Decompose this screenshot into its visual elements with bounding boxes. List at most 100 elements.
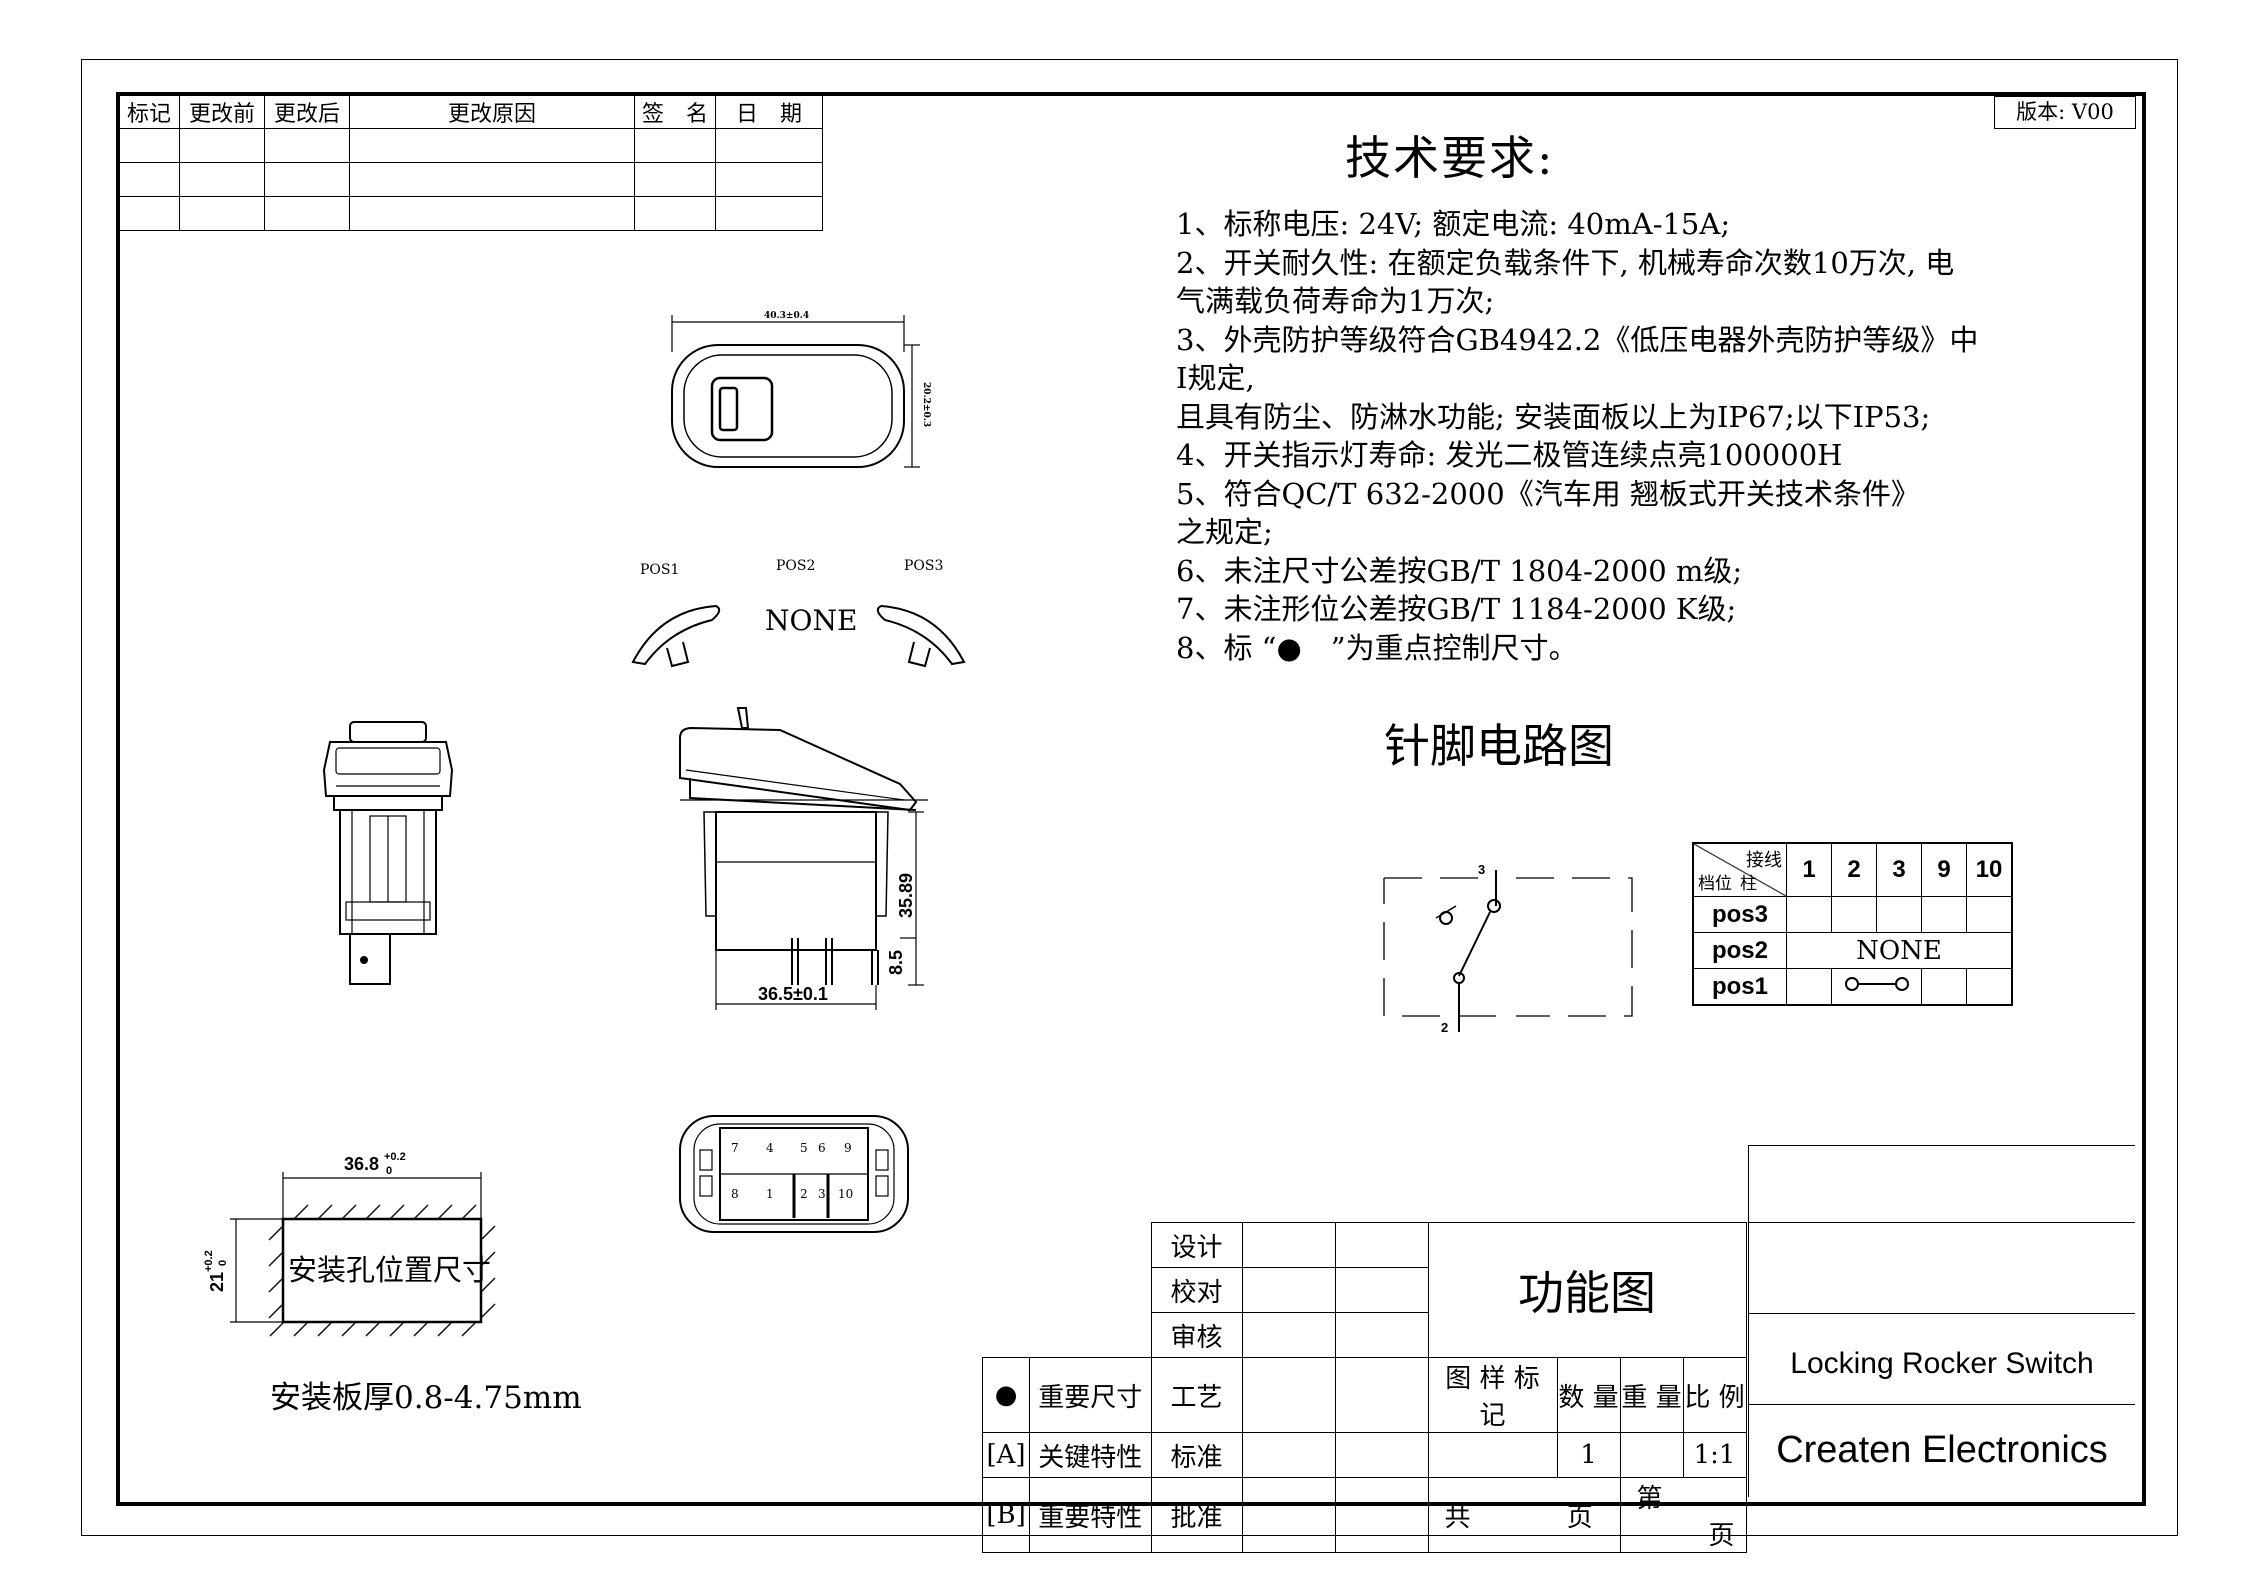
corner-top: 接线 xyxy=(1746,850,1782,871)
dim-width: 36.5±0.1 xyxy=(758,984,828,1004)
role-label: 工艺 xyxy=(1150,1357,1243,1433)
role-label: 标准 xyxy=(1150,1432,1243,1478)
pin-column: 3 xyxy=(1876,842,1922,897)
pin-top-label: 3 xyxy=(1478,862,1485,877)
pin-column: 1 xyxy=(1786,842,1832,897)
tech-line: 5、符合QC/T 632-2000《汽车用 翘板式开关技术条件》 xyxy=(1176,476,1920,511)
pin-label: 1 xyxy=(766,1187,774,1201)
legend-text: 重要尺寸 xyxy=(1029,1357,1152,1433)
sheet-label: 第 xyxy=(1636,1484,1663,1514)
panel-thickness: 安装板厚0.8-4.75mm xyxy=(270,1380,582,1416)
rev-header: 日 期 xyxy=(715,94,823,129)
cutout-height-tol2: 0 xyxy=(217,1260,229,1266)
pos1-connection xyxy=(1831,968,1922,1006)
role-label: 批准 xyxy=(1150,1477,1243,1553)
blank-cell xyxy=(1749,1146,2135,1223)
tech-requirements: 1、标称电压: 24V; 额定电流: 40mA-15A; 2、开关耐久性: 在额… xyxy=(1176,205,1978,667)
rev-header: 更改原因 xyxy=(349,94,635,129)
pos2-note: NONE xyxy=(1786,932,2013,969)
company-name: Createn Electronics xyxy=(1776,1429,2108,1471)
cutout-width-tol2: 0 xyxy=(386,1165,392,1177)
role-label: 审核 xyxy=(1150,1312,1243,1358)
tech-line: 7、未注形位公差按GB/T 1184-2000 K级; xyxy=(1176,592,1737,626)
tech-line: I规定, xyxy=(1176,361,1255,395)
tech-line: 气满载负荷寿命为1万次; xyxy=(1176,284,1495,318)
rev-header: 标记 xyxy=(118,94,180,129)
legend-symbol: [B] xyxy=(981,1477,1031,1553)
cutout-label: 安装孔位置尺寸 xyxy=(288,1253,491,1287)
corner-left: 档位 xyxy=(1698,874,1732,894)
blank-cell xyxy=(1749,1223,2135,1314)
page-label2: 页 xyxy=(1708,1521,1735,1551)
pin-label: 7 xyxy=(731,1141,739,1155)
circuit-schematic xyxy=(1383,870,1633,1032)
product-name: Locking Rocker Switch xyxy=(1749,1314,2135,1405)
tech-line: 2、开关耐久性: 在额定负载条件下, 机械寿命次数10万次, 电 xyxy=(1176,245,1955,280)
front-view xyxy=(679,707,928,1010)
pos-row-label: pos1 xyxy=(1692,968,1787,1006)
legend-text: 关键特性 xyxy=(1029,1432,1152,1478)
dim-terminal: 8.5 xyxy=(886,950,906,975)
pin-column: 2 xyxy=(1831,842,1877,897)
cutout-width: 36.8 xyxy=(344,1154,379,1174)
corner-right: 柱 xyxy=(1740,874,1757,894)
tech-line: 之规定; xyxy=(1176,515,1273,549)
meta-header: 重 量 xyxy=(1619,1357,1684,1433)
pin-bottom-label: 2 xyxy=(1441,1020,1448,1035)
version-label: 版本: V00 xyxy=(2016,100,2114,124)
dim-top-width: 40.3±0.4 xyxy=(764,311,809,321)
cutout-height-tol: +0.2 xyxy=(203,1250,215,1272)
pos3-label: POS3 xyxy=(904,558,943,574)
pin-label: 3 xyxy=(818,1187,826,1201)
pos2-label: POS2 xyxy=(776,558,815,574)
rocker-pos1 xyxy=(631,604,721,668)
cutout-drawing xyxy=(230,1172,496,1337)
tech-line: 8、标 “● ”为重点控制尺寸。 xyxy=(1176,630,1578,665)
sheet-total-label: 共 xyxy=(1444,1502,1471,1533)
legend-symbol: [A] xyxy=(981,1432,1031,1478)
pin-label: 6 xyxy=(818,1141,826,1155)
title-block-right: Locking Rocker Switch Createn Electronic… xyxy=(1748,1145,2135,1497)
sheet-number: 第 页 xyxy=(1619,1477,1747,1553)
pin-label: 5 xyxy=(800,1141,808,1155)
dim-height: 35.89 xyxy=(896,873,916,918)
tech-line: 6、未注尺寸公差按GB/T 1804-2000 m级; xyxy=(1176,553,1743,588)
title-block: 设计 功能图 校对 审核 ● 重要尺寸 工艺 图 样 标 记 数 量 重 量 比… xyxy=(981,1222,1747,1553)
legend-symbol: ● xyxy=(981,1357,1031,1433)
meta-header: 图 样 标 记 xyxy=(1427,1357,1558,1433)
scale-value: 1:1 xyxy=(1682,1432,1747,1478)
pos-row-label: pos3 xyxy=(1692,896,1787,933)
pins-top: 7 4 5 6 9 xyxy=(731,1141,852,1155)
pin-table: 接线 档位 柱 1 2 3 9 10 pos3 pos2 NONE pos1 xyxy=(1692,842,2013,1006)
dim-top-height: 20.2±0.3 xyxy=(921,382,931,427)
tech-line: 4、开关指示灯寿命: 发光二极管连续点亮100000H xyxy=(1176,438,1843,472)
side-view xyxy=(322,721,454,985)
rev-header: 更改后 xyxy=(264,94,350,129)
connection-icon xyxy=(1844,976,1909,991)
tech-line: 3、外壳防护等级符合GB4942.2《低压电器外壳防护等级》中 xyxy=(1176,322,1979,357)
meta-header: 数 量 xyxy=(1556,1357,1621,1433)
pos1-label: POS1 xyxy=(640,562,679,578)
pin-label: 9 xyxy=(844,1141,852,1155)
pos2-state: NONE xyxy=(765,604,857,637)
pin-label: 4 xyxy=(766,1141,774,1155)
revision-table: 标记 更改前 更改后 更改原因 签 名 日 期 xyxy=(118,94,823,231)
pin-table-corner: 接线 档位 柱 xyxy=(1692,842,1787,897)
role-label: 设计 xyxy=(1150,1222,1243,1268)
sheet-total: 共 页 xyxy=(1427,1477,1621,1553)
quantity-value: 1 xyxy=(1556,1432,1621,1478)
tech-line: 且具有防尘、防淋水功能; 安装面板以上为IP67;以下IP53; xyxy=(1176,399,1931,434)
page-label: 页 xyxy=(1566,1502,1593,1533)
pin-label: 2 xyxy=(800,1187,808,1201)
pin-circuit-title: 针脚电路图 xyxy=(1384,719,1614,773)
tech-requirements-title: 技术要求: xyxy=(1345,131,1555,185)
pin-column: 9 xyxy=(1921,842,1967,897)
drawing-type: 功能图 xyxy=(1427,1222,1747,1358)
tech-line: 1、标称电压: 24V; 额定电流: 40mA-15A; xyxy=(1176,207,1731,241)
pin-column: 10 xyxy=(1966,842,2013,897)
pin-label: 8 xyxy=(731,1187,739,1201)
hatching xyxy=(268,1204,496,1337)
pin-label: 10 xyxy=(838,1187,853,1201)
legend-text: 重要特性 xyxy=(1029,1477,1152,1553)
